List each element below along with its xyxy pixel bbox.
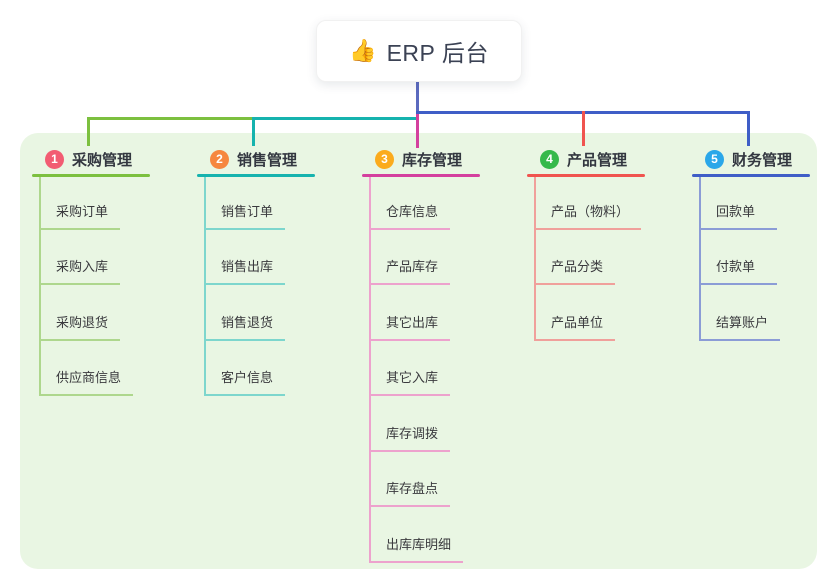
connector-drop-branch-2 — [252, 117, 255, 146]
node-item[interactable]: 采购入库 — [39, 256, 121, 285]
node-item[interactable]: 采购退货 — [39, 312, 121, 341]
branch-subtree-5: 回款单付款单结算账户 — [699, 174, 839, 341]
branch-badge-3: 3 — [375, 149, 394, 169]
root-title: ERP 后台 — [386, 40, 489, 66]
branch-badge-5: 5 — [705, 149, 724, 169]
branch-label: 采购管理 — [72, 151, 133, 169]
branch-subtree-1: 采购订单采购入库采购退货供应商信息 — [39, 174, 189, 396]
node-item[interactable]: 库存调拨 — [369, 423, 451, 452]
branch-subtree-line-3 — [369, 177, 371, 563]
node-row: 采购订单 — [39, 174, 189, 230]
node-row: 销售订单 — [204, 174, 354, 230]
connector-drop-branch-4 — [582, 111, 585, 146]
node-item[interactable]: 结算账户 — [699, 312, 781, 341]
node-item[interactable]: 付款单 — [699, 256, 777, 285]
branch-heading-3[interactable]: 3 库存管理 — [375, 149, 462, 169]
node-row: 回款单 — [699, 174, 839, 230]
node-row: 产品单位 — [534, 285, 684, 341]
branch-label: 财务管理 — [732, 151, 793, 169]
node-row: 出库库明细 — [369, 507, 519, 563]
branch-subtree-3: 仓库信息产品库存其它出库其它入库库存调拨库存盘点出库库明细 — [369, 174, 519, 563]
branch-underline-3 — [362, 174, 480, 177]
node-row: 付款单 — [699, 230, 839, 285]
node-item[interactable]: 库存盘点 — [369, 478, 451, 507]
node-item[interactable]: 仓库信息 — [369, 201, 451, 230]
connector-drop-branch-5 — [747, 111, 750, 146]
node-item[interactable]: 销售订单 — [204, 201, 286, 230]
node-row: 结算账户 — [699, 285, 839, 341]
node-item[interactable]: 其它入库 — [369, 367, 451, 396]
branches-panel — [20, 133, 817, 569]
branch-heading-2[interactable]: 2 销售管理 — [210, 149, 297, 169]
node-item[interactable]: 产品单位 — [534, 312, 616, 341]
node-item[interactable]: 采购订单 — [39, 201, 121, 230]
branch-label: 销售管理 — [237, 151, 298, 169]
node-row: 其它出库 — [369, 285, 519, 341]
node-row: 其它入库 — [369, 341, 519, 396]
branch-underline-5 — [692, 174, 810, 177]
branch-label: 库存管理 — [402, 151, 463, 169]
connector-drop-branch-3 — [416, 114, 419, 148]
node-row: 仓库信息 — [369, 174, 519, 230]
connector-horizontal-branch-2 — [252, 117, 419, 120]
node-item[interactable]: 客户信息 — [204, 367, 286, 396]
node-item[interactable]: 产品分类 — [534, 256, 616, 285]
branch-badge-1: 1 — [45, 149, 64, 169]
connector-horizontal-branch-1 — [87, 117, 254, 120]
branch-subtree-line-2 — [204, 177, 206, 396]
node-row: 供应商信息 — [39, 341, 189, 396]
node-row: 采购入库 — [39, 230, 189, 285]
branch-label: 产品管理 — [567, 151, 628, 169]
node-row: 库存盘点 — [369, 452, 519, 507]
branch-subtree-line-5 — [699, 177, 701, 341]
branch-heading-5[interactable]: 5 财务管理 — [705, 149, 792, 169]
node-row: 产品分类 — [534, 230, 684, 285]
connector-root-line — [416, 82, 419, 116]
node-item[interactable]: 产品库存 — [369, 256, 451, 285]
branch-underline-2 — [197, 174, 315, 177]
node-item[interactable]: 销售退货 — [204, 312, 286, 341]
node-row: 客户信息 — [204, 341, 354, 396]
connector-drop-branch-1 — [87, 117, 90, 146]
branch-badge-4: 4 — [540, 149, 559, 169]
thumbs-up-icon: 👍 — [349, 38, 377, 63]
node-item[interactable]: 产品（物料） — [534, 201, 642, 230]
node-item[interactable]: 回款单 — [699, 201, 777, 230]
node-item[interactable]: 供应商信息 — [39, 367, 134, 396]
branch-subtree-line-4 — [534, 177, 536, 341]
branch-badge-2: 2 — [210, 149, 229, 169]
node-item[interactable]: 出库库明细 — [369, 534, 464, 563]
root-node[interactable]: 👍 ERP 后台 — [316, 20, 522, 82]
node-row: 销售出库 — [204, 230, 354, 285]
node-row: 产品库存 — [369, 230, 519, 285]
branch-subtree-4: 产品（物料） 产品分类产品单位 — [534, 174, 684, 341]
branch-heading-4[interactable]: 4 产品管理 — [540, 149, 627, 169]
node-row: 销售退货 — [204, 285, 354, 341]
node-item[interactable]: 销售出库 — [204, 256, 286, 285]
branch-underline-4 — [527, 174, 645, 177]
branch-underline-1 — [32, 174, 150, 177]
branch-subtree-line-1 — [39, 177, 41, 396]
node-row: 采购退货 — [39, 285, 189, 341]
node-row: 产品（物料） — [534, 174, 684, 230]
branch-heading-1[interactable]: 1 采购管理 — [45, 149, 132, 169]
node-row: 库存调拨 — [369, 396, 519, 452]
branch-subtree-2: 销售订单销售出库销售退货客户信息 — [204, 174, 354, 396]
node-item[interactable]: 其它出库 — [369, 312, 451, 341]
